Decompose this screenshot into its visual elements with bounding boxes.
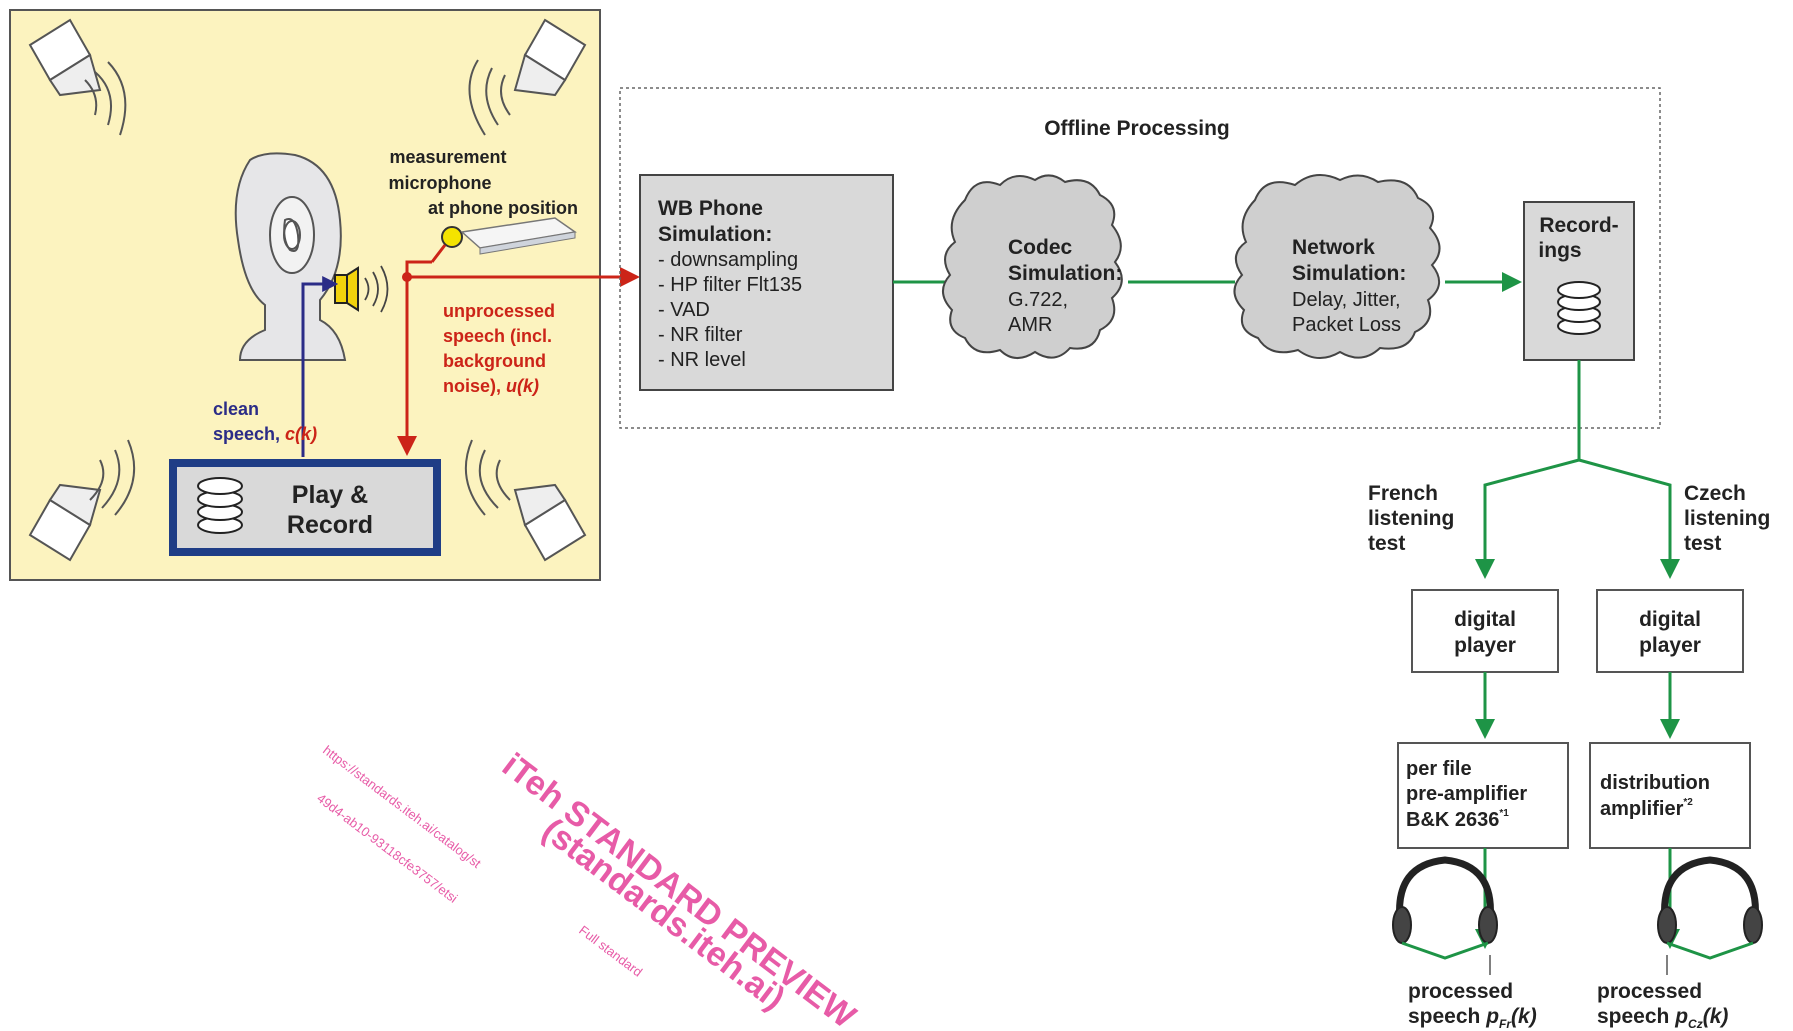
watermark: iTeh STANDARD PREVIEW (standards.iteh.ai… xyxy=(314,742,863,1031)
czech-output-label-1: processed xyxy=(1597,980,1702,1003)
svg-text:amplifier*2: amplifier*2 xyxy=(1600,797,1693,820)
clean-speech-label-2: speech, xyxy=(213,424,285,444)
czech-output-sub: Cz xyxy=(1688,1017,1703,1031)
play-record-label-1: Play & xyxy=(292,481,368,509)
french-output-label-2: speech xyxy=(1408,1005,1486,1028)
clean-speech-label-1: clean xyxy=(213,399,259,419)
network-title-2: Simulation: xyxy=(1292,262,1406,285)
czech-label-1: Czech xyxy=(1684,482,1746,505)
clean-speech-arrow xyxy=(301,276,339,457)
network-item: Packet Loss xyxy=(1292,314,1401,336)
watermark-url2: 49d4-ab10-93118cfe3757/etsi xyxy=(314,790,460,905)
unprocessed-label-1: unprocessed xyxy=(443,301,555,321)
french-label-3: test xyxy=(1368,532,1405,555)
czech-branch-arrow xyxy=(1578,458,1680,579)
offline-processing-group: Offline Processing WB Phone Simulation: … xyxy=(619,87,1661,429)
unprocessed-label-3: background xyxy=(443,351,546,371)
unprocessed-label-2: speech (incl. xyxy=(443,326,552,346)
french-output-label-1: processed xyxy=(1408,980,1513,1003)
french-headphones-icon xyxy=(1392,856,1498,975)
french-output-var: p xyxy=(1485,1005,1499,1028)
database-icon xyxy=(197,477,243,534)
czech-output-tail: (k) xyxy=(1703,1005,1729,1028)
measurement-mic-label-2: microphone xyxy=(388,173,491,193)
french-branch-arrow xyxy=(1475,458,1580,579)
french-chain: French listening test digital player per… xyxy=(1368,482,1569,1031)
czech-player-label-1: digital xyxy=(1639,608,1701,631)
network-item: Delay, Jitter, xyxy=(1292,289,1401,311)
unprocessed-var: u(k) xyxy=(506,376,539,396)
head-and-torso-simulator-icon xyxy=(234,152,347,361)
czech-amp-sup: *2 xyxy=(1683,797,1693,808)
wb-phone-item: - VAD xyxy=(658,299,710,321)
codec-title-2: Simulation: xyxy=(1008,262,1122,285)
french-player-label-2: player xyxy=(1454,634,1516,657)
czech-label-2: listening xyxy=(1684,507,1770,530)
speaker-top-left-icon xyxy=(28,18,127,136)
watermark-line2: (standards.iteh.ai) xyxy=(535,811,792,1018)
svg-text:speech, c(k): speech, c(k) xyxy=(213,424,317,444)
french-output-tail: (k) xyxy=(1511,1005,1537,1028)
mic-to-record-arrow xyxy=(397,260,432,456)
french-label-1: French xyxy=(1368,482,1438,505)
network-title-1: Network xyxy=(1292,236,1375,259)
czech-chain: Czech listening test digital player dist… xyxy=(1589,482,1770,1031)
czech-player-label-2: player xyxy=(1639,634,1701,657)
codec-title-1: Codec xyxy=(1008,236,1073,259)
recordings-database-icon xyxy=(1557,281,1601,335)
svg-text:B&K 2636*1: B&K 2636*1 xyxy=(1406,808,1509,831)
recordings-label-2: ings xyxy=(1538,239,1581,262)
wb-phone-item: - downsampling xyxy=(658,249,798,271)
wb-phone-item: - HP filter Flt135 xyxy=(658,274,802,296)
codec-item: G.722, xyxy=(1008,289,1068,311)
speaker-bottom-right-icon xyxy=(464,439,587,562)
wb-phone-title-2: Simulation: xyxy=(658,223,772,246)
unprocessed-label-4: noise), xyxy=(443,376,506,396)
speaker-bottom-left-icon xyxy=(28,439,136,562)
wb-phone-item: - NR level xyxy=(658,349,746,371)
svg-text:speech pCz(k): speech pCz(k) xyxy=(1597,1005,1728,1031)
codec-cloud xyxy=(942,174,1123,359)
french-output-sub: Fr xyxy=(1499,1017,1512,1031)
measurement-microphone-icon xyxy=(430,226,463,263)
listening-room: measurement microphone at phone position… xyxy=(9,9,601,581)
french-player-label-1: digital xyxy=(1454,608,1516,631)
play-record-box: Play & Record xyxy=(169,459,441,556)
speaker-top-right-icon xyxy=(468,18,587,136)
czech-label-3: test xyxy=(1684,532,1721,555)
czech-amp-label-2: amplifier xyxy=(1600,798,1684,820)
offline-processing-title: Offline Processing xyxy=(1044,117,1230,140)
french-amp-label-3: B&K 2636 xyxy=(1406,809,1499,831)
measurement-mic-label-3: at phone position xyxy=(428,198,578,218)
play-record-label-2: Record xyxy=(287,511,373,539)
svg-text:speech pFr(k): speech pFr(k) xyxy=(1408,1005,1537,1031)
wb-phone-box xyxy=(639,174,894,391)
czech-amp-label-1: distribution xyxy=(1600,772,1710,794)
clean-speech-var: c(k) xyxy=(285,424,317,444)
french-label-2: listening xyxy=(1368,507,1454,530)
phone-icon xyxy=(460,217,577,255)
czech-output-label-2: speech xyxy=(1597,1005,1675,1028)
recordings-label-1: Record- xyxy=(1539,214,1618,237)
french-amp-label-2: pre-amplifier xyxy=(1406,783,1527,805)
svg-text:noise), u(k): noise), u(k) xyxy=(443,376,539,396)
czech-output-var: p xyxy=(1674,1005,1688,1028)
czech-amplifier-box xyxy=(1589,742,1751,849)
codec-item: AMR xyxy=(1008,314,1052,336)
french-digital-player-box xyxy=(1411,589,1559,673)
watermark-line1: iTeh STANDARD PREVIEW xyxy=(495,746,863,1031)
french-amplifier-box xyxy=(1397,742,1569,849)
czech-headphones-icon xyxy=(1657,856,1763,975)
measurement-mic-label-1: measurement xyxy=(389,147,506,167)
czech-digital-player-box xyxy=(1596,589,1744,673)
wb-phone-title-1: WB Phone xyxy=(658,197,763,220)
french-amp-label-1: per file xyxy=(1406,758,1472,780)
network-cloud xyxy=(1233,174,1441,359)
french-amp-sup: *1 xyxy=(1499,808,1509,819)
watermark-full: Full standard xyxy=(576,922,645,979)
wb-phone-item: - NR filter xyxy=(658,324,743,346)
